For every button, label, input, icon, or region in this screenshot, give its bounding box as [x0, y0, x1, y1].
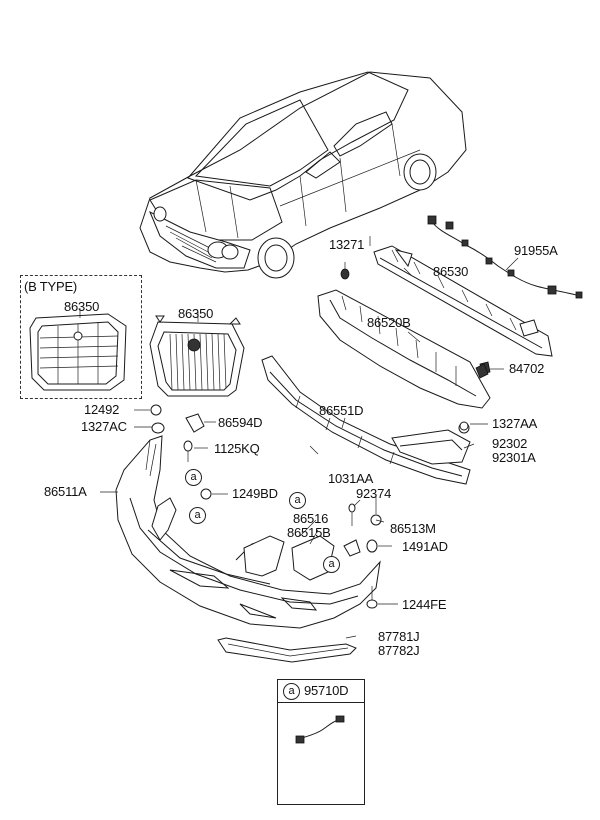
- label-1031AA: 1031AA: [328, 471, 374, 486]
- callout-a-3: a: [289, 492, 306, 509]
- front-bumper-cover: [115, 435, 381, 629]
- label-92302: 92302: [492, 436, 528, 451]
- label-86530: 86530: [433, 264, 469, 279]
- label-12492: 12492: [84, 402, 120, 417]
- label-87782J: 87782J: [378, 643, 420, 658]
- leader-lines: [100, 236, 475, 639]
- wiring-harness: [427, 215, 583, 299]
- label-1491AD: 1491AD: [402, 539, 448, 554]
- label-1327AC: 1327AC: [81, 419, 127, 434]
- callout-a-4: a: [323, 556, 340, 573]
- legend-box: a 95710D: [277, 679, 365, 805]
- legend-callout-a: a: [283, 683, 300, 700]
- car-illustration: [139, 71, 467, 279]
- label-92301A: 92301A: [492, 450, 536, 465]
- bumper-beam: [340, 245, 553, 357]
- label-86594D: 86594D: [218, 415, 263, 430]
- callout-a-1: a: [185, 469, 202, 486]
- label-92374: 92374: [356, 486, 392, 501]
- legend-header: a 95710D: [278, 680, 364, 703]
- btype-box: [20, 275, 142, 399]
- bumper-upper-cover: [261, 355, 471, 485]
- label-87781J: 87781J: [378, 629, 420, 644]
- sensor-cable: [295, 715, 345, 744]
- label-84702: 84702: [509, 361, 545, 376]
- label-1244FE: 1244FE: [402, 597, 447, 612]
- lower-molding: [217, 637, 357, 663]
- label-13271: 13271: [329, 237, 365, 252]
- fasteners: [134, 363, 504, 609]
- label-86515B: 86515B: [287, 525, 331, 540]
- energy-absorber: [317, 289, 491, 409]
- callout-a-2: a: [189, 507, 206, 524]
- btype-grille: [29, 308, 127, 391]
- btype-title: (B TYPE): [24, 279, 78, 294]
- label-1125KQ: 1125KQ: [214, 441, 260, 456]
- label-86520B: 86520B: [367, 315, 411, 330]
- radiator-grille: [149, 312, 245, 397]
- label-86511A: 86511A: [44, 484, 87, 499]
- legend-part-number: 95710D: [304, 683, 349, 698]
- label-1327AA: 1327AA: [492, 416, 538, 431]
- label-91955A: 91955A: [514, 243, 558, 258]
- label-86551D: 86551D: [319, 403, 364, 418]
- label-86350-btype: 86350: [64, 299, 100, 314]
- label-86513M: 86513M: [390, 521, 436, 536]
- label-86516: 86516: [293, 511, 329, 526]
- label-1249BD: 1249BD: [232, 486, 278, 501]
- label-86350: 86350: [178, 306, 214, 321]
